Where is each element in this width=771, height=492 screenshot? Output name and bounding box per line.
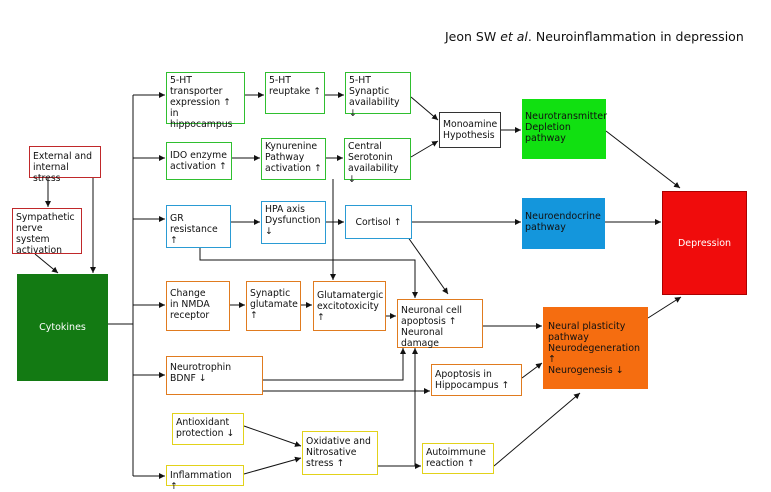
synaptic-to-monoamine-arrow: [410, 96, 439, 121]
box-oxidative: Oxidative and Nitrosative stress ↑: [302, 431, 378, 475]
central-to-monoamine-arrow: [410, 140, 439, 158]
box-autoimmune: Autoimmune reaction ↑: [422, 443, 494, 474]
header-title: . Neuroinflammation in depression: [527, 29, 744, 44]
box-neurotransmitter: Neurotransmitter Depletion pathway: [522, 99, 607, 159]
box-depression: Depression: [662, 191, 747, 295]
box-ido: IDO enzyme activation ↑: [166, 142, 232, 180]
box-glutamatergic: Glutamatergic excitotoxicity ↑: [313, 281, 386, 331]
gr-to-neuronal-arrow: [199, 248, 418, 298]
box-inflammation: Inflammation ↑: [166, 465, 244, 492]
box-neuronal-apoptosis: Neuronal cell apoptosis ↑ Neuronal damag…: [397, 299, 483, 349]
antioxidant-to-oxidative-arrow: [243, 425, 302, 447]
bdnf-to-neuronal-arrow: [263, 348, 406, 381]
box-cytokines: Cytokines: [17, 274, 108, 381]
inflammation-to-oxidative-arrow: [243, 456, 302, 475]
box-ht-reuptake: 5-HT reuptake ↑: [265, 72, 325, 114]
box-neural-plasticity: Neural plasticity pathway Neurodegenerat…: [543, 307, 648, 389]
box-external-stress: External and internal stress: [29, 146, 101, 184]
box-sympathetic: Sympathetic nerve system activation: [12, 208, 82, 256]
neurotransmitter-to-depression-arrow: [605, 130, 681, 189]
box-hpa: HPA axis Dysfunction ↓: [261, 201, 326, 244]
box-kynurenine: Kynurenine Pathway activation ↑: [261, 138, 326, 180]
apoptosis-to-plasticity-arrow: [521, 362, 543, 379]
header-etal: et al: [500, 29, 528, 44]
autoimmune-to-plasticity-arrow: [493, 392, 581, 467]
box-central-serotonin: Central Serotonin availability ↓: [344, 138, 411, 185]
box-bdnf: Neurotrophin BDNF ↓: [166, 356, 263, 395]
cortisol-to-neuronal-arrow: [404, 232, 449, 295]
box-ht-transporter: 5-HT transporter expression ↑ in hippoca…: [166, 72, 245, 130]
figure-header: Jeon SW et al. Neuroinflammation in depr…: [445, 29, 744, 44]
box-neuroendocrine: Neuroendocrine pathway: [522, 198, 605, 249]
sympathetic-to-cytokines-arrow: [34, 253, 59, 274]
header-author: Jeon SW: [445, 29, 497, 44]
box-monoamine: Monoamine Hypothesis: [439, 112, 501, 148]
box-antioxidant: Antioxidant protection ↓: [172, 413, 244, 445]
box-cortisol: Cortisol ↑: [345, 205, 412, 239]
box-apoptosis-hippocampus: Apoptosis in Hippocampus ↑: [431, 364, 522, 396]
plasticity-to-depression-arrow: [647, 296, 682, 319]
box-ht-synaptic: 5-HT Synaptic availability ↓: [345, 72, 411, 119]
box-synaptic-glutamate: Synaptic glutamate ↑: [246, 281, 301, 331]
box-nmda: Change in NMDA receptor: [166, 281, 230, 331]
box-gr: GR resistance ↑: [166, 205, 231, 248]
